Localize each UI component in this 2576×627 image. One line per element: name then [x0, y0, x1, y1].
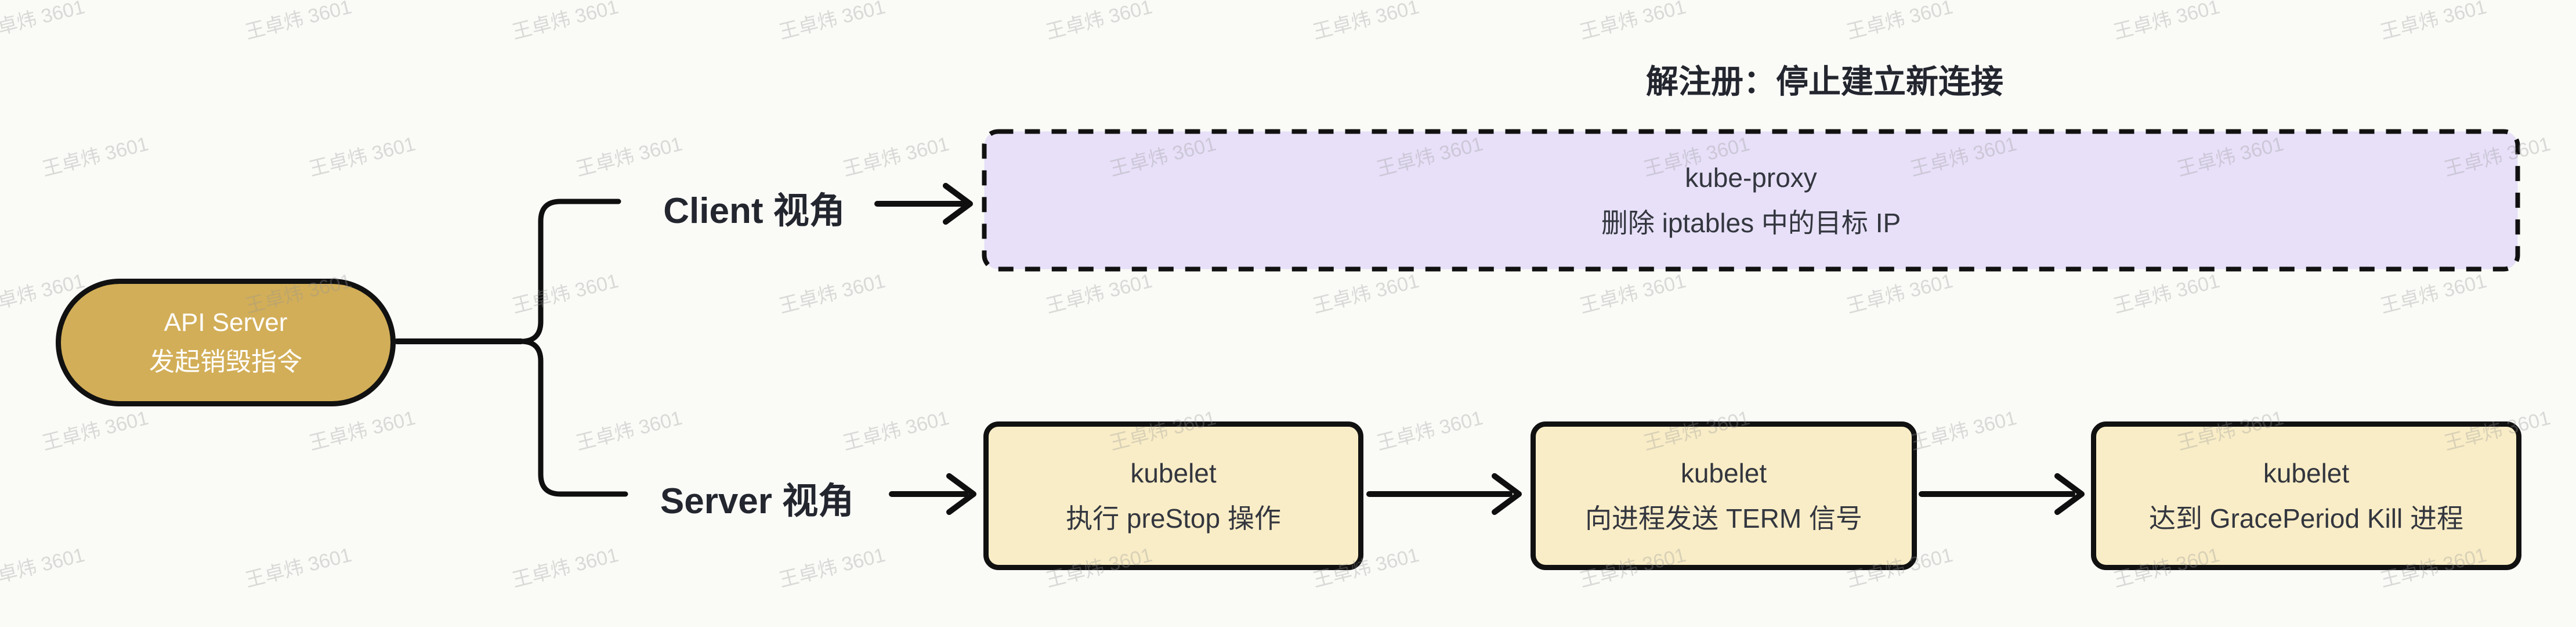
client-node-line1: kube-proxy [1685, 163, 1817, 193]
arrow-kubelet2-to-kubelet3 [1919, 473, 2085, 515]
server-node-prestop: kubelet 执行 preStop 操作 [983, 421, 1363, 570]
server-node-term-signal: kubelet 向进程发送 TERM 信号 [1531, 421, 1917, 570]
root-node-line2: 发起销毁指令 [149, 348, 302, 376]
branch-label-client: Client 视角 [663, 191, 845, 231]
server-node-graceperiod-kill: kubelet 达到 GracePeriod Kill 进程 [2091, 421, 2521, 570]
annotation-deregister: 解注册：停止建立新连接 [1646, 63, 2003, 100]
server-node-prestop-line2: 执行 preStop 操作 [1066, 503, 1281, 534]
root-node-api-server: API Server 发起销毁指令 [56, 279, 396, 406]
arrow-client-to-kubeproxy [874, 183, 973, 225]
client-node-kube-proxy: kube-proxy 删除 iptables 中的目标 IP [982, 129, 2520, 272]
arrow-server-to-kubelet1 [889, 473, 976, 515]
server-node-term-signal-line1: kubelet [1680, 458, 1767, 488]
server-node-term-signal-line2: 向进程发送 TERM 信号 [1585, 503, 1862, 534]
server-node-prestop-line1: kubelet [1130, 458, 1217, 488]
root-node-line1: API Server [164, 308, 288, 337]
server-node-graceperiod-kill-line2: 达到 GracePeriod Kill 进程 [2149, 503, 2463, 534]
client-node-dashed-border [982, 129, 2520, 272]
branch-label-server: Server 视角 [660, 481, 855, 521]
arrow-kubelet1-to-kubelet2 [1366, 473, 1522, 515]
connector-fork-server [518, 338, 628, 497]
server-node-graceperiod-kill-line1: kubelet [2263, 458, 2350, 488]
client-node-line2: 删除 iptables 中的目标 IP [1601, 208, 1901, 238]
connector-fork-client [518, 199, 621, 344]
